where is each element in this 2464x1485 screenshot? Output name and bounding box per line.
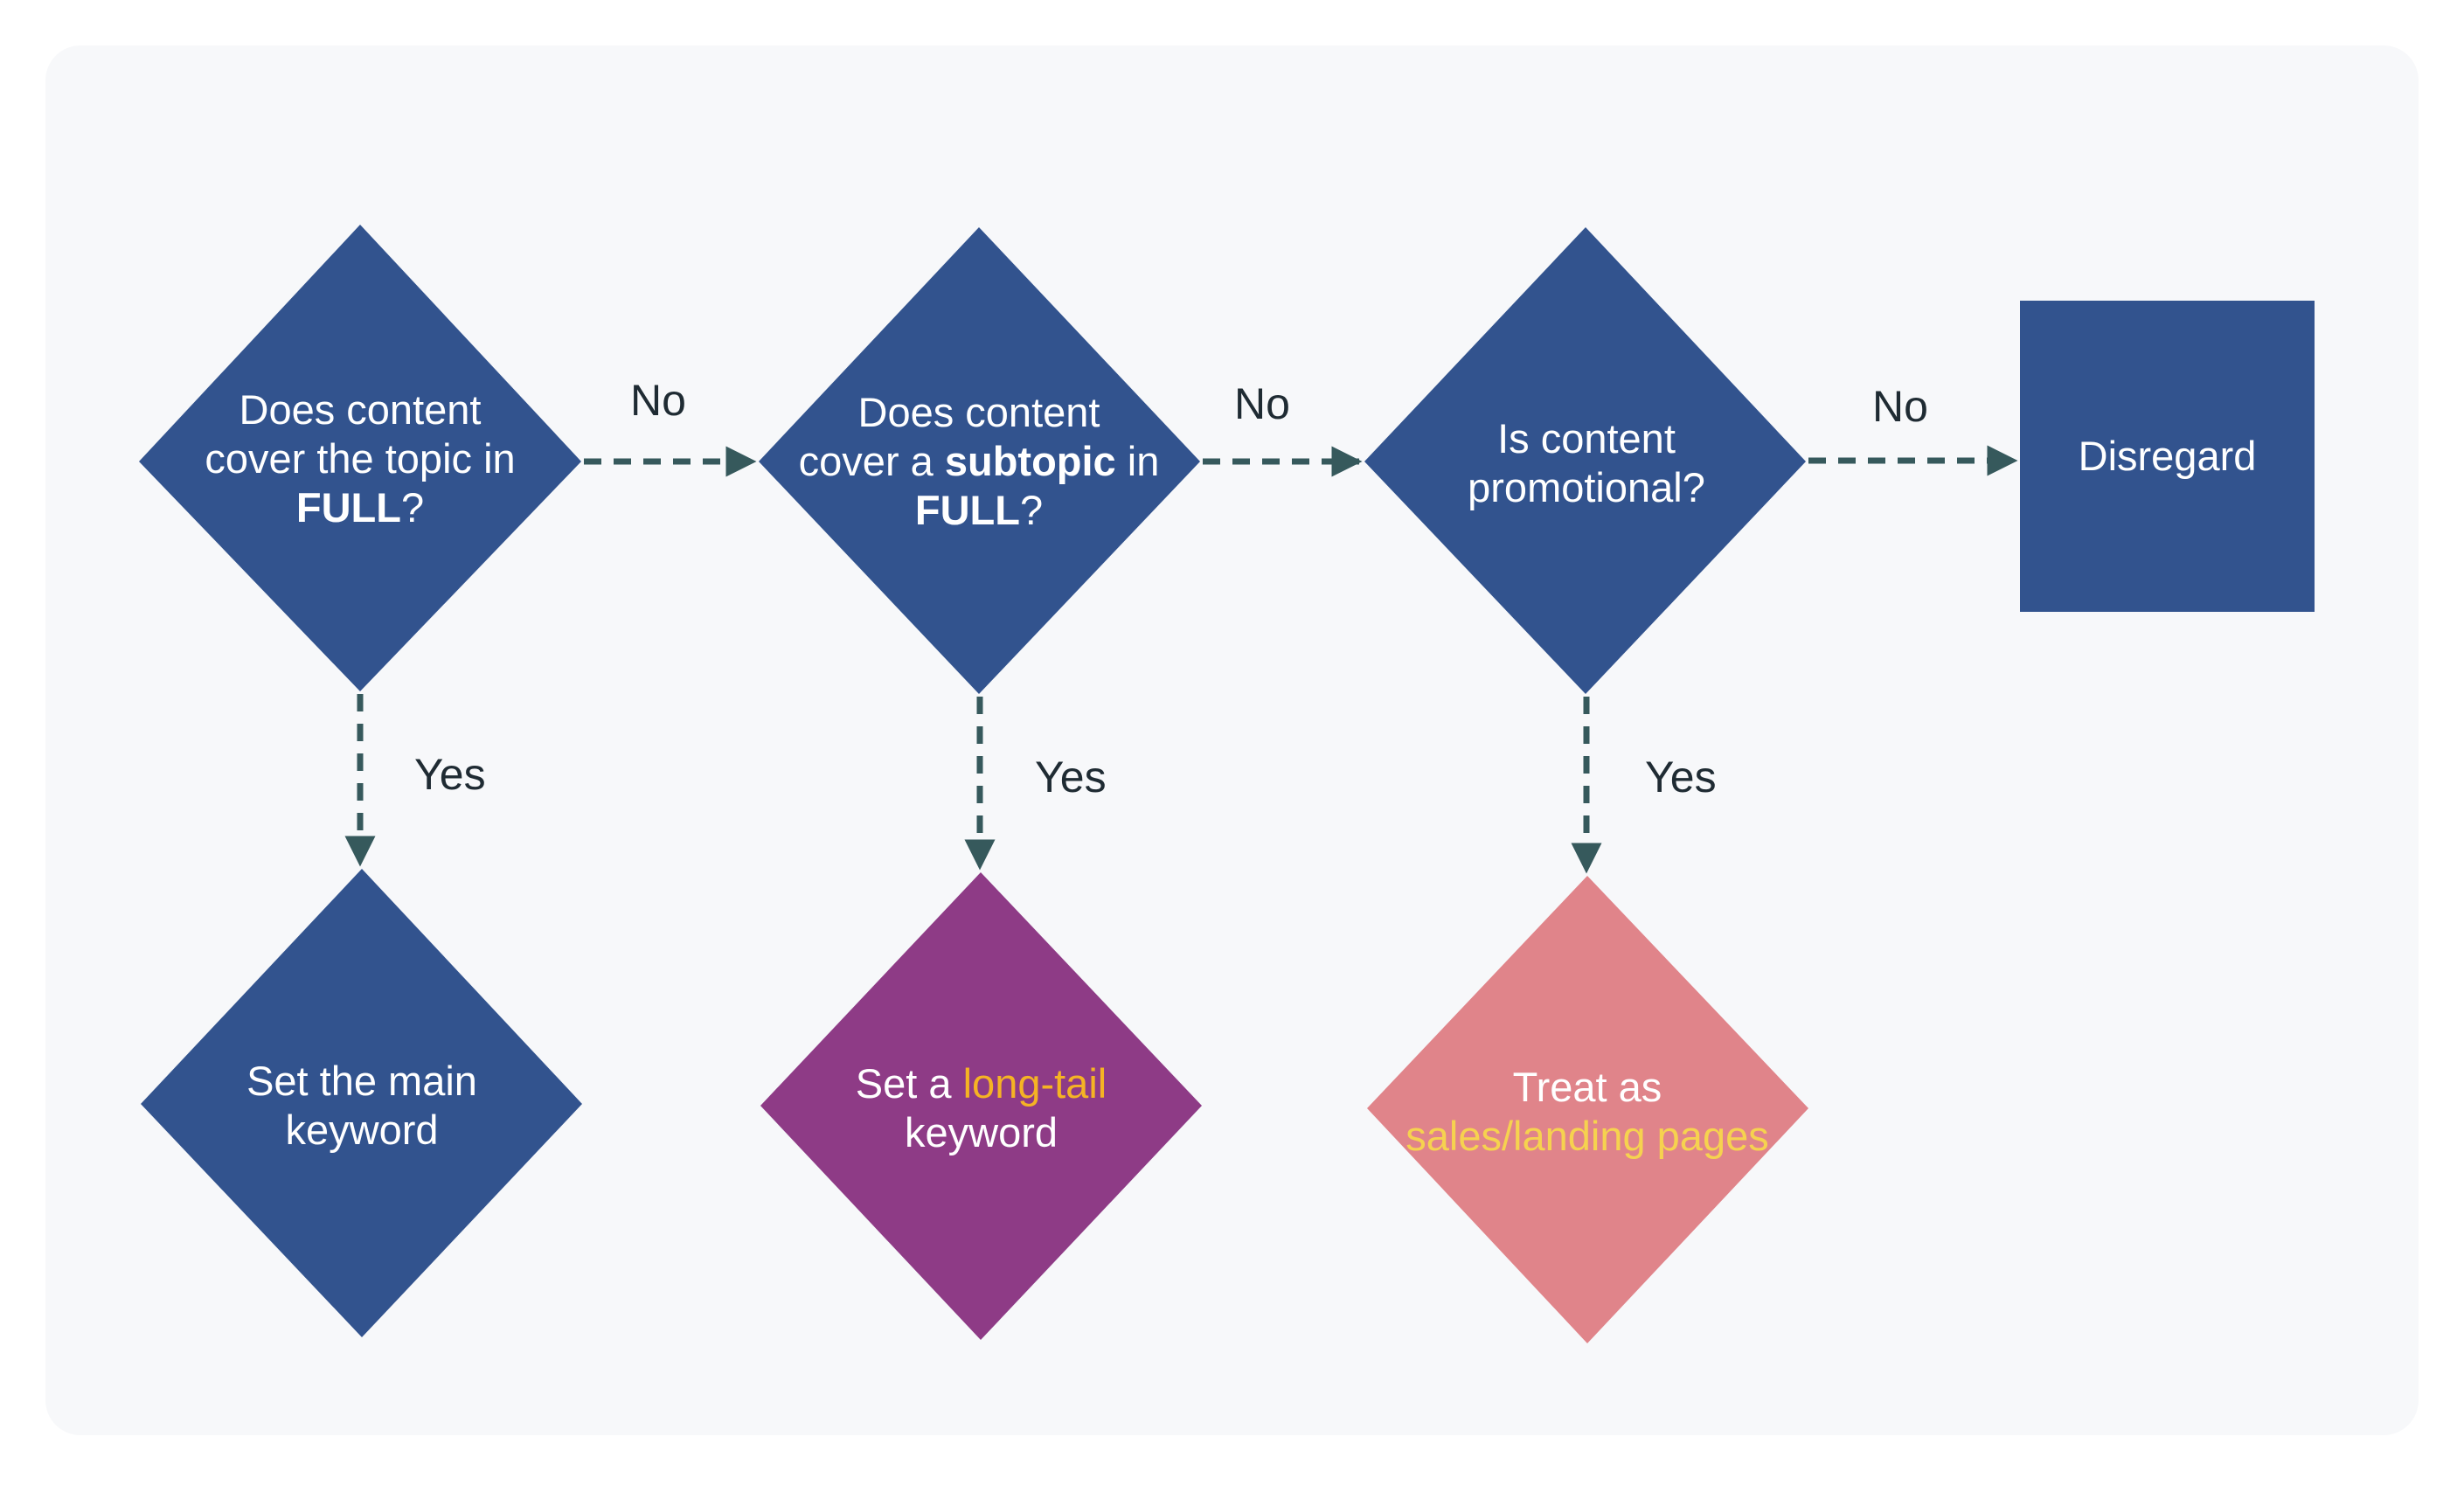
label-no-1: No (630, 376, 686, 425)
outcome-diamond-main-keyword[interactable] (141, 869, 582, 1337)
label-yes-3: Yes (1645, 753, 1717, 801)
decision-diamond-subtopic[interactable] (759, 227, 1200, 694)
label-no-3: No (1872, 382, 1928, 431)
label-yes-2: Yes (1035, 753, 1107, 801)
decision-diamond-promotional[interactable] (1364, 227, 1806, 694)
diagram-panel (45, 45, 2419, 1435)
outcome-diamond-long-tail[interactable] (760, 872, 1202, 1340)
decision-diamond-full-topic[interactable] (139, 225, 581, 691)
label-yes-1: Yes (414, 750, 486, 799)
disregard-box[interactable] (2020, 301, 2315, 612)
label-no-2: No (1234, 379, 1290, 428)
outcome-diamond-sales-pages[interactable] (1367, 876, 1808, 1343)
